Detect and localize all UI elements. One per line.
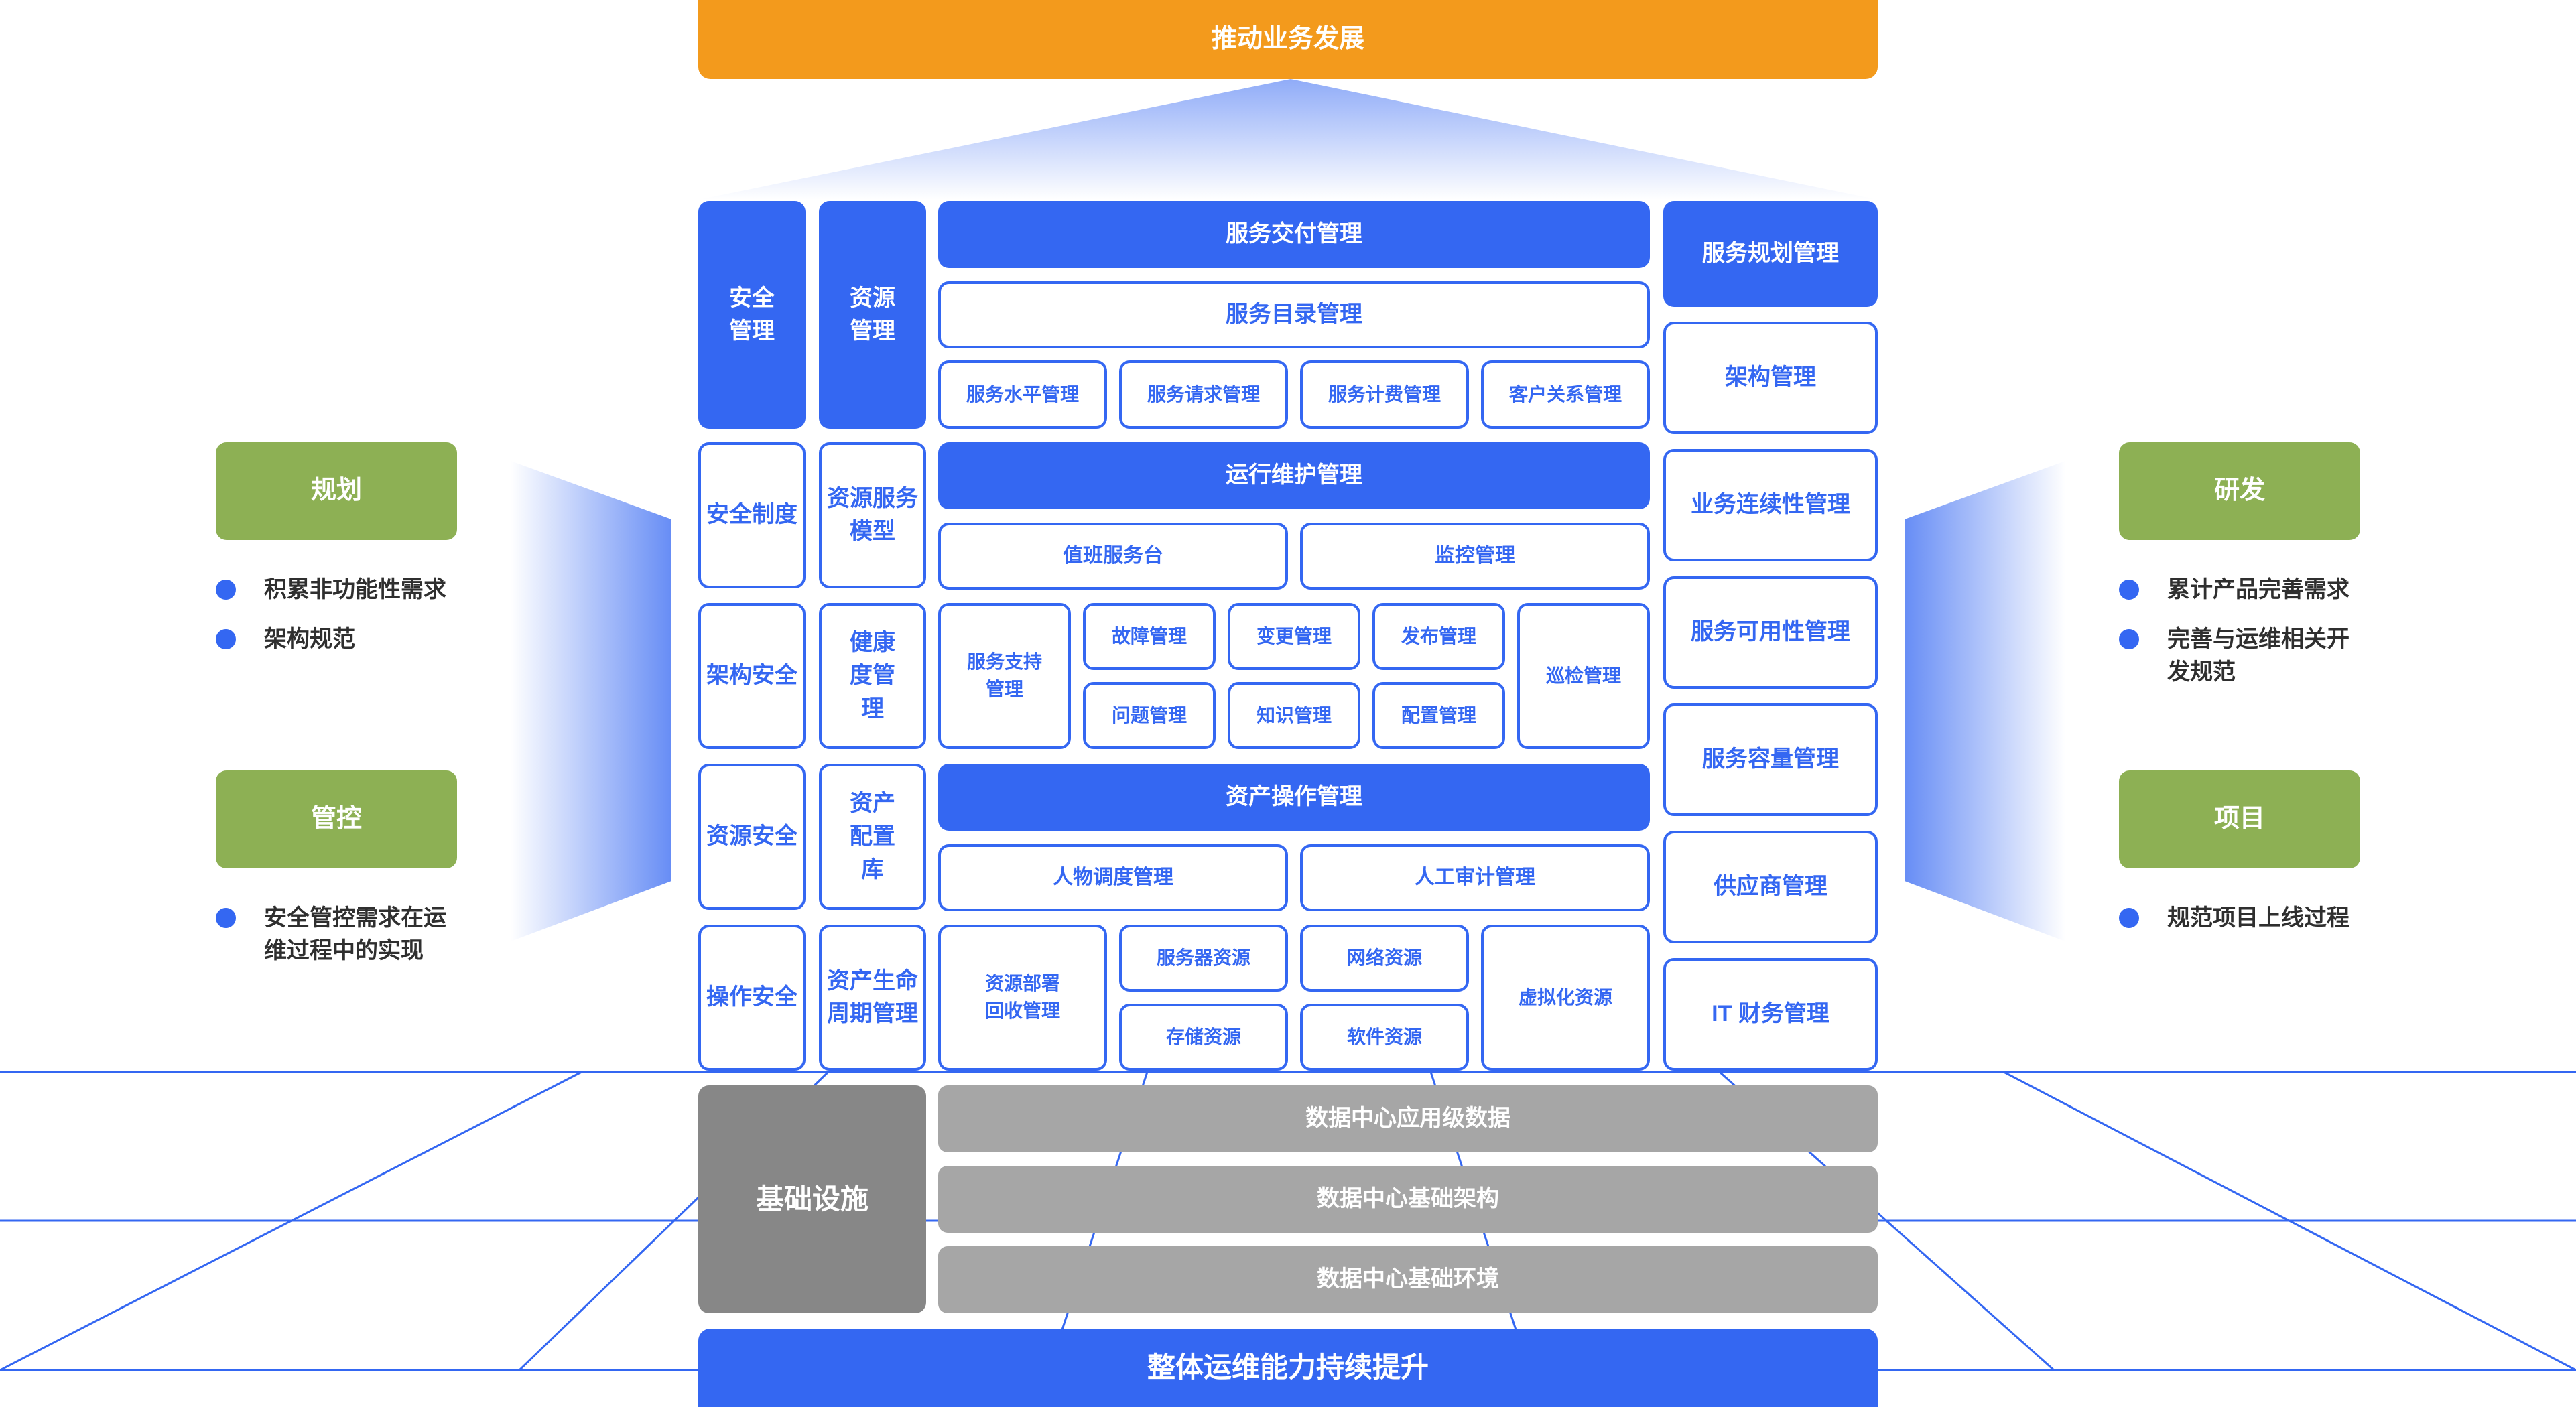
asset-grid-item: 网络资源 (1300, 925, 1469, 992)
right-wing-gradient (1905, 461, 2065, 941)
project-tag: 项目 (2119, 770, 2360, 868)
service-delivery-header: 服务交付管理 (938, 201, 1650, 268)
service-delivery-item: 服务计费管理 (1300, 360, 1469, 429)
planning-item: 架构规范 (264, 626, 355, 652)
infrastructure-header: 基础设施 (698, 1085, 926, 1313)
bullet-dot (216, 908, 236, 928)
service-planning-item: IT 财务管理 (1663, 958, 1878, 1071)
control-tag: 管控 (216, 770, 457, 868)
service-support-management: 服务支持管理 (938, 603, 1071, 749)
audit-management: 人工审计管理 (1300, 844, 1650, 911)
left-wing-gradient (511, 461, 671, 941)
security-item: 操作安全 (698, 925, 806, 1071)
project-item: 规范项目上线过程 (2167, 905, 2349, 931)
security-item: 安全制度 (698, 442, 806, 588)
security-item: 资源安全 (698, 764, 806, 910)
rnd-item: 累计产品完善需求 (2167, 577, 2349, 602)
service-delivery-item: 服务请求管理 (1119, 360, 1288, 429)
dispatch-management: 人物调度管理 (938, 844, 1288, 911)
asset-grid-item: 存储资源 (1119, 1004, 1288, 1071)
asset-operations-header: 资产操作管理 (938, 764, 1650, 831)
service-planning-header: 服务规划管理 (1663, 201, 1878, 307)
inspection-management: 巡检管理 (1517, 603, 1650, 749)
infrastructure-layer: 数据中心应用级数据 (938, 1085, 1878, 1152)
operations-grid-item: 发布管理 (1372, 603, 1505, 670)
resource-item: 资源服务模型 (819, 442, 926, 588)
infrastructure-layer: 数据中心基础架构 (938, 1166, 1878, 1233)
operations-grid-item: 故障管理 (1083, 603, 1216, 670)
service-delivery-item: 服务水平管理 (938, 360, 1107, 429)
bullet-dot (2119, 629, 2139, 649)
virtualization-resources: 虚拟化资源 (1481, 925, 1650, 1071)
bullet-dot (216, 629, 236, 649)
duty-service-desk: 值班服务台 (938, 523, 1288, 590)
bullet-dot (2119, 580, 2139, 600)
service-catalog: 服务目录管理 (938, 281, 1650, 348)
monitoring-management: 监控管理 (1300, 523, 1650, 590)
security-management-header: 安全管理 (698, 201, 806, 429)
resource-management-header: 资源管理 (819, 201, 926, 429)
operations-header: 运行维护管理 (938, 442, 1650, 509)
service-planning-item: 业务连续性管理 (1663, 449, 1878, 561)
bullet-dot (216, 580, 236, 600)
resource-item: 资产配置库 (819, 764, 926, 910)
rnd-tag: 研发 (2119, 442, 2360, 540)
planning-item: 积累非功能性需求 (264, 577, 446, 602)
floor-grid (0, 1071, 2576, 1371)
security-item: 架构安全 (698, 603, 806, 749)
top-banner: 推动业务发展 (698, 0, 1878, 79)
service-planning-item: 供应商管理 (1663, 831, 1878, 943)
planning-tag: 规划 (216, 442, 457, 540)
operations-grid-item: 问题管理 (1083, 682, 1216, 749)
operations-grid-item: 变更管理 (1228, 603, 1360, 670)
operations-grid-item: 配置管理 (1372, 682, 1505, 749)
operations-grid-item: 知识管理 (1228, 682, 1360, 749)
resource-item: 资产生命周期管理 (819, 925, 926, 1071)
infrastructure-layer: 数据中心基础环境 (938, 1246, 1878, 1313)
roof-gradient (698, 79, 1878, 200)
bullet-dot (2119, 908, 2139, 928)
rnd-item: 完善与运维相关开发规范 (2167, 626, 2349, 685)
service-planning-item: 架构管理 (1663, 322, 1878, 434)
service-planning-item: 服务容量管理 (1663, 704, 1878, 816)
resource-deploy-recycle: 资源部署回收管理 (938, 925, 1107, 1071)
service-delivery-item: 客户关系管理 (1481, 360, 1650, 429)
control-item: 安全管控需求在运维过程中的实现 (264, 905, 446, 964)
resource-item: 健康度管理 (819, 603, 926, 749)
service-planning-item: 服务可用性管理 (1663, 576, 1878, 689)
bottom-banner: 整体运维能力持续提升 (698, 1329, 1878, 1407)
asset-grid-item: 服务器资源 (1119, 925, 1288, 992)
asset-grid-item: 软件资源 (1300, 1004, 1469, 1071)
